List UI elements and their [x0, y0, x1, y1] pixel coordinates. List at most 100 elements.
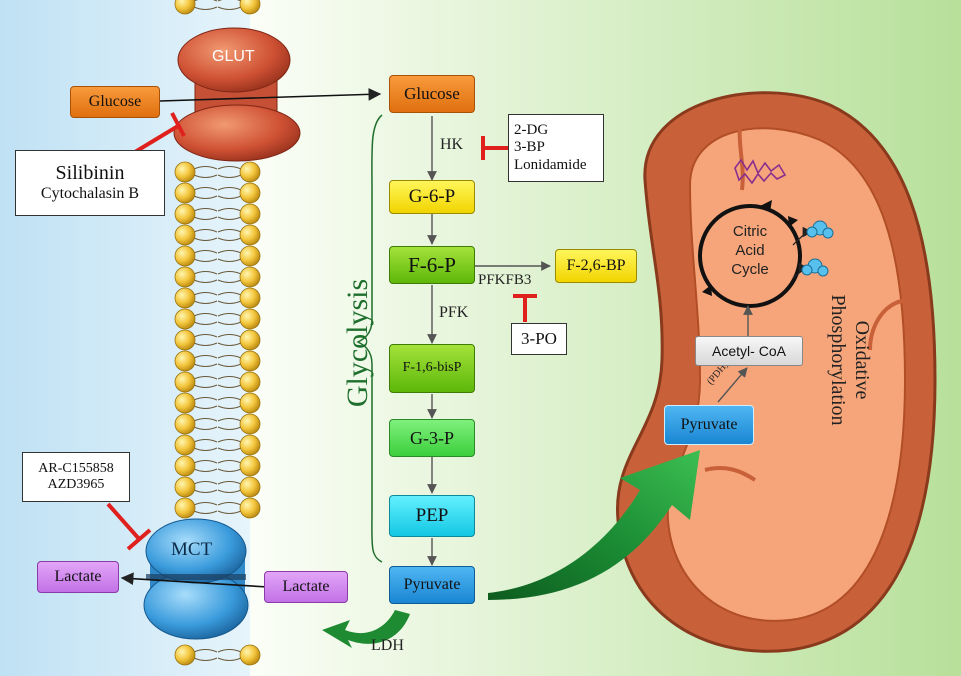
- lipid-tail: [193, 355, 218, 367]
- hk-inhibitor-box: 2-DG 3-BP Lonidamide: [508, 114, 604, 182]
- lipid-tail: [217, 0, 242, 10]
- glucose-box: Glucose: [389, 75, 475, 113]
- lipid-tail: [193, 187, 218, 199]
- mct-transporter: [143, 518, 249, 640]
- glycolysis-bracket: [356, 114, 383, 563]
- lipid-head: [239, 182, 261, 204]
- lipid-head: [239, 0, 261, 15]
- lipid-head: [174, 0, 196, 15]
- lipid-tail: [217, 208, 242, 220]
- lipid-head: [239, 497, 261, 519]
- lipid-head: [239, 371, 261, 393]
- lipid-tail: [193, 334, 218, 346]
- extracellular-lactate-box: Lactate: [37, 561, 119, 593]
- lipid-tail: [193, 439, 218, 451]
- lipid-head: [174, 245, 196, 267]
- lipid-head: [239, 476, 261, 498]
- lipid-head: [239, 266, 261, 288]
- lipid-head: [239, 329, 261, 351]
- lipid-head: [239, 224, 261, 246]
- lipid-head: [239, 245, 261, 267]
- lipid-tail: [193, 502, 218, 514]
- glut-label: GLUT: [212, 48, 255, 65]
- lipid-tail: [193, 292, 218, 304]
- acetyl-coa-box: Acetyl- CoA: [695, 336, 803, 366]
- lipid-tail: [217, 439, 242, 451]
- oxphos-line1: Oxidative: [851, 320, 873, 400]
- oxphos-line2: Phosphorylation: [827, 294, 849, 426]
- lipid-head: [174, 224, 196, 246]
- g3p-box: G-3-P: [389, 419, 475, 457]
- co2-molecules: [792, 220, 834, 279]
- 2dg-label: 2-DG: [514, 122, 549, 139]
- pyruvate-import-arrow: [488, 450, 700, 600]
- lipid-tail: [217, 355, 242, 367]
- lipid-head: [174, 161, 196, 183]
- lipid-head: [174, 266, 196, 288]
- lipid-head: [174, 455, 196, 477]
- lipid-tail: [193, 229, 218, 241]
- g6p-box: G-6-P: [389, 180, 475, 214]
- lipid-head: [239, 434, 261, 456]
- lipid-head: [174, 329, 196, 351]
- lipid-tail: [193, 166, 218, 178]
- lipid-head: [239, 392, 261, 414]
- lipid-tail: [193, 271, 218, 283]
- ldh-label: LDH: [371, 637, 404, 654]
- lipid-tail: [217, 502, 242, 514]
- lipid-head: [239, 455, 261, 477]
- lipid-tail: [217, 250, 242, 262]
- lipid-head: [174, 203, 196, 225]
- lipid-tail: [193, 481, 218, 493]
- f26bp-box: F-2,6-BP: [555, 249, 637, 283]
- glycolysis-step-arrows: [427, 116, 551, 566]
- pfkfb3-label: PFKFB3: [478, 272, 532, 288]
- tca-line2: Acid: [735, 242, 765, 259]
- lonidamide-label: Lonidamide: [514, 156, 587, 173]
- lipid-tail: [193, 250, 218, 262]
- lipid-head: [239, 287, 261, 309]
- pdh-arrow: [717, 367, 748, 403]
- lipid-tail: [217, 187, 242, 199]
- lipid-tail: [217, 376, 242, 388]
- lipid-head: [174, 392, 196, 414]
- lipid-head: [174, 287, 196, 309]
- lipid-tail: [193, 208, 218, 220]
- lipid-tail: [193, 649, 218, 661]
- lipid-tail: [217, 418, 242, 430]
- f6p-box: F-6-P: [389, 246, 475, 284]
- lipid-head: [174, 497, 196, 519]
- glut-inhibitor-box: Silibinin Cytochalasin B: [15, 150, 165, 216]
- lipid-tail: [217, 334, 242, 346]
- glycolysis-title: Glycolysis: [341, 278, 374, 408]
- pyruvate-box: Pyruvate: [389, 566, 475, 604]
- lipid-tail: [193, 0, 218, 10]
- lipid-tail: [217, 313, 242, 325]
- lipid-bilayer: [174, 0, 261, 666]
- pep-box: PEP: [389, 495, 475, 537]
- co2-icon: [806, 220, 834, 239]
- lipid-head: [174, 413, 196, 435]
- lipid-head: [239, 644, 261, 666]
- lipid-tail: [217, 271, 242, 283]
- lipid-tail: [193, 376, 218, 388]
- tca-cycle-label: Citric Acid Cycle: [712, 222, 788, 279]
- arc-label: AR-C155858: [38, 460, 114, 476]
- lipid-tail: [217, 166, 242, 178]
- lipid-tail: [193, 418, 218, 430]
- lipid-tail: [217, 292, 242, 304]
- inhibition-bars: [106, 112, 537, 551]
- lipid-head: [174, 371, 196, 393]
- lipid-tail: [217, 649, 242, 661]
- lipid-head: [174, 434, 196, 456]
- azd-label: AZD3965: [47, 477, 105, 492]
- co2-icon: [801, 258, 829, 277]
- glut-transporter: [173, 27, 301, 162]
- lipid-tail: [193, 313, 218, 325]
- 3po-box: 3-PO: [511, 323, 567, 355]
- lipid-head: [239, 308, 261, 330]
- lipid-tail: [217, 397, 242, 409]
- lipid-head: [239, 203, 261, 225]
